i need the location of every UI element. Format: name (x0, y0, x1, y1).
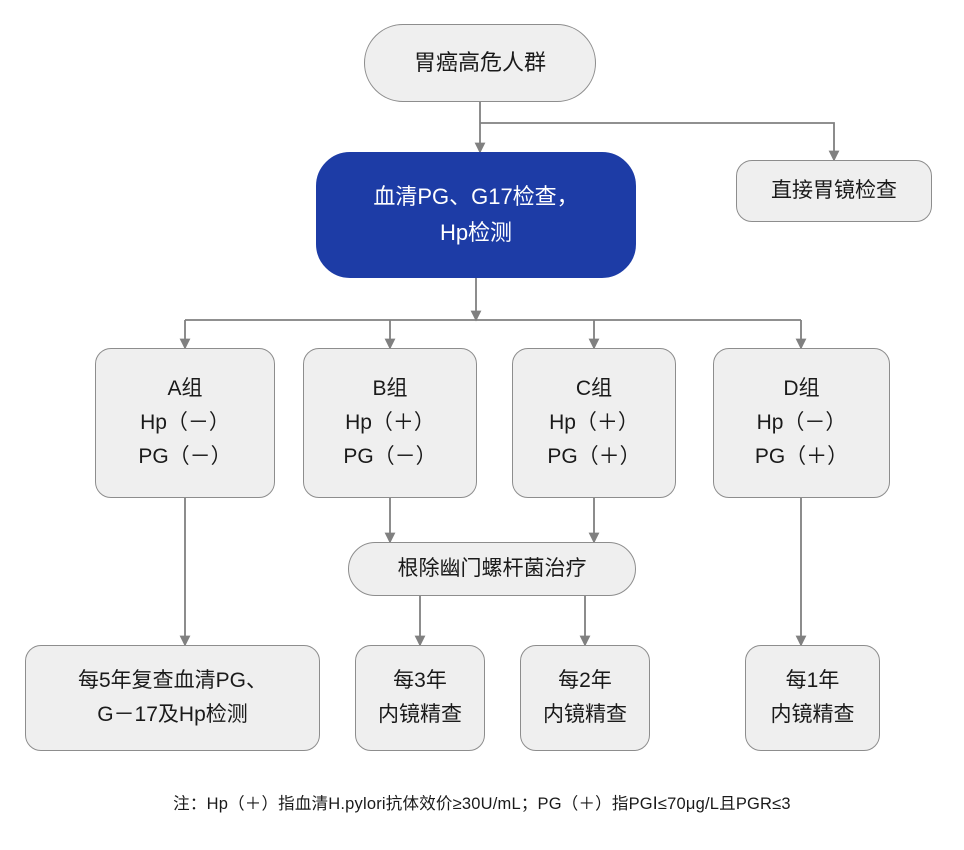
group-name: B组 (372, 376, 408, 400)
node-group-a[interactable]: A组 Hp（－） PG（－） (95, 348, 275, 498)
node-label: 胃癌高危人群 (413, 50, 546, 76)
node-label-line1: 血清PG、G17检查， (373, 184, 579, 210)
group-hp-status: Hp（＋） (549, 410, 639, 434)
node-group-d[interactable]: D组 Hp（－） PG（＋） (713, 348, 890, 498)
outcome-line1: 每2年 (558, 668, 612, 692)
group-name: A组 (167, 376, 203, 400)
group-pg-status: PG（＋） (547, 445, 641, 468)
node-group-b[interactable]: B组 Hp（＋） PG（－） (303, 348, 477, 498)
node-outcome-every-2-years[interactable]: 每2年 内镜精查 (520, 645, 650, 751)
outcome-line1: 每5年复查血清PG、 (77, 668, 268, 692)
node-outcome-every-1-year[interactable]: 每1年 内镜精查 (745, 645, 880, 751)
outcome-line1: 每3年 (393, 668, 447, 692)
group-hp-status: Hp（－） (756, 410, 847, 434)
node-high-risk-population[interactable]: 胃癌高危人群 (364, 24, 596, 102)
group-name: D组 (783, 376, 820, 400)
node-outcome-every-5-years[interactable]: 每5年复查血清PG、 G－17及Hp检测 (25, 645, 320, 751)
node-label-line2: Hp检测 (439, 220, 513, 245)
outcome-line2: G－17及Hp检测 (97, 703, 248, 726)
node-label: 根除幽门螺杆菌治疗 (397, 556, 587, 580)
node-outcome-every-3-years[interactable]: 每3年 内镜精查 (355, 645, 485, 751)
outcome-line2: 内镜精查 (543, 703, 627, 726)
footnote-text: 注：Hp（＋）指血清H.pylori抗体效价≥30U/mL；PG（＋）指PGⅠ≤… (173, 795, 791, 813)
outcome-line2: 内镜精查 (770, 703, 855, 726)
node-serum-pg-g17-hp-test[interactable]: 血清PG、G17检查， Hp检测 (316, 152, 636, 278)
group-hp-status: Hp（－） (140, 410, 230, 434)
outcome-line1: 每1年 (785, 668, 840, 692)
node-direct-gastroscopy[interactable]: 直接胃镜检查 (736, 160, 932, 222)
node-group-c[interactable]: C组 Hp（＋） PG（＋） (512, 348, 676, 498)
group-pg-status: PG（－） (138, 445, 232, 468)
node-hp-eradication-therapy[interactable]: 根除幽门螺杆菌治疗 (348, 542, 636, 596)
group-pg-status: PG（＋） (754, 445, 849, 468)
group-name: C组 (575, 376, 613, 400)
node-label: 直接胃镜检查 (771, 178, 897, 202)
outcome-line2: 内镜精查 (378, 703, 462, 726)
group-hp-status: Hp（＋） (345, 410, 435, 434)
group-pg-status: PG（－） (343, 445, 437, 468)
